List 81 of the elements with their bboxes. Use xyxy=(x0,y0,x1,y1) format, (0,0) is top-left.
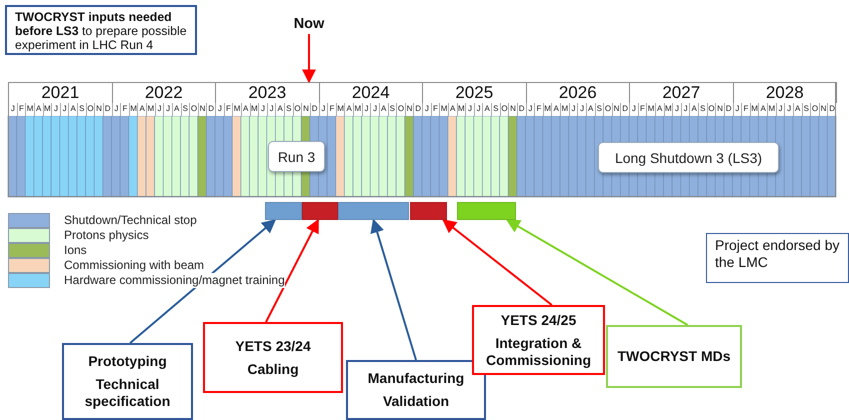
month-header: J xyxy=(629,103,638,116)
arrow xyxy=(442,219,552,306)
month-header: J xyxy=(422,103,431,116)
task-text: Integration & Commissioning xyxy=(484,334,592,368)
month-header: J xyxy=(577,103,586,116)
month-header: A xyxy=(344,103,353,116)
legend-label: Shutdown/Technical stop xyxy=(64,213,197,228)
month-header: J xyxy=(370,103,379,116)
arrow xyxy=(265,218,320,322)
schedule-bar xyxy=(302,202,338,220)
month-header: N xyxy=(715,103,724,116)
month-header: J xyxy=(215,103,224,116)
month-header: A xyxy=(551,103,560,116)
month-header: J xyxy=(672,103,681,116)
legend-label: Protons physics xyxy=(64,228,149,243)
legend-label: Commissioning with beam xyxy=(64,258,204,273)
month-header: O xyxy=(603,103,612,116)
task-text: Technical specification xyxy=(84,376,172,410)
schedule-bar xyxy=(265,202,302,220)
month-header: M xyxy=(439,103,448,116)
month-header: J xyxy=(258,103,267,116)
month-header: O xyxy=(396,103,405,116)
task-text: TWOCRYST MDs xyxy=(617,348,731,365)
task-text: YETS 24/25 xyxy=(500,312,576,328)
month-header: S xyxy=(284,103,293,116)
month-header: M xyxy=(646,103,655,116)
month-header: M xyxy=(146,103,155,116)
month-header: F xyxy=(534,103,543,116)
month-header: J xyxy=(784,103,793,116)
arrow xyxy=(506,219,688,326)
schedule-bar xyxy=(410,202,447,220)
month-header: J xyxy=(163,103,172,116)
month-header: A xyxy=(758,103,767,116)
month-header: S xyxy=(698,103,707,116)
task-box xyxy=(346,360,486,420)
month-header: O xyxy=(189,103,198,116)
arrow xyxy=(370,218,417,360)
month-header: A xyxy=(482,103,491,116)
task-text: Prototyping xyxy=(88,353,167,370)
task-box xyxy=(472,305,605,375)
month-header: S xyxy=(77,103,86,116)
month-header: A xyxy=(137,103,146,116)
month-header: F xyxy=(741,103,750,116)
month-header: J xyxy=(51,103,60,116)
task-box xyxy=(62,343,193,420)
month-header: A xyxy=(689,103,698,116)
month-header: A xyxy=(68,103,77,116)
note-box: Project endorsed by the LMC xyxy=(706,233,849,283)
month-header: N xyxy=(301,103,310,116)
now-label: Now xyxy=(288,16,330,34)
month-header: O xyxy=(810,103,819,116)
month-header: D xyxy=(620,103,629,116)
month-header: M xyxy=(25,103,34,116)
task-box xyxy=(203,322,343,393)
month-header: M xyxy=(232,103,241,116)
month-header: S xyxy=(491,103,500,116)
schedule-bar xyxy=(338,202,409,220)
task-text: Manufacturing xyxy=(368,370,464,387)
note-box: TWOCRYST inputs needed before LS3 to prepare possible experiment in LHC Run 4 xyxy=(5,5,197,55)
task-text: Validation xyxy=(382,393,450,410)
month-header: N xyxy=(94,103,103,116)
month-header: F xyxy=(120,103,129,116)
phase-callout: Long Shutdown 3 (LS3) xyxy=(598,142,779,173)
legend-label: Hardware commissioning/magnet training xyxy=(64,273,285,288)
month-header: M xyxy=(767,103,776,116)
timeline-frame xyxy=(8,82,836,197)
phase-callout: Run 3 xyxy=(268,141,325,172)
month-header: M xyxy=(353,103,362,116)
month-header: D xyxy=(413,103,422,116)
month-header: F xyxy=(327,103,336,116)
month-header: J xyxy=(465,103,474,116)
task-text: YETS 23/24 xyxy=(235,338,311,354)
arrow xyxy=(129,219,276,344)
month-header: A xyxy=(275,103,284,116)
month-header: N xyxy=(508,103,517,116)
task-text: Cabling xyxy=(247,360,299,378)
month-header: M xyxy=(560,103,569,116)
schedule-bar xyxy=(457,202,516,220)
arrow xyxy=(302,34,316,84)
task-box xyxy=(606,325,742,388)
month-header: D xyxy=(206,103,215,116)
